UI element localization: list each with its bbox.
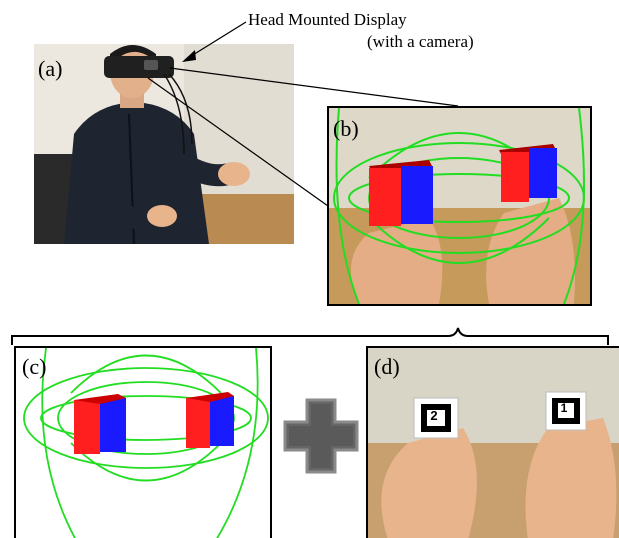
virtual-magnets-illustration (23, 348, 269, 538)
marker-2 (413, 397, 459, 439)
bracket (11, 327, 609, 345)
magnet-right (499, 144, 557, 202)
plus-sign-icon (283, 398, 359, 474)
panel-b-view (327, 106, 592, 306)
marker-1-number: 1 (560, 401, 568, 415)
panel-a-label: (a) (38, 56, 63, 81)
magnet-left (369, 160, 433, 226)
virtual-magnet-left (74, 394, 126, 454)
ar-composite-illustration (329, 108, 590, 304)
hmd-annotation-line1: Head Mounted Display (248, 10, 407, 29)
panel-c-view (14, 346, 272, 538)
virtual-magnet-right (186, 392, 234, 448)
panel-d-label: (d) (374, 354, 400, 379)
marker-1 (545, 391, 587, 431)
panel-a-photo (34, 44, 294, 244)
panel-b-label: (b) (333, 116, 359, 141)
hmd-annotation-line2: (with a camera) (367, 32, 474, 51)
marker-2-number: 2 (430, 408, 438, 423)
person-with-hmd-illustration (34, 44, 294, 244)
marker-hands-illustration (368, 348, 619, 538)
annotation-arrowhead (182, 50, 196, 62)
panel-d-view (366, 346, 619, 538)
panel-c-label: (c) (22, 354, 47, 379)
